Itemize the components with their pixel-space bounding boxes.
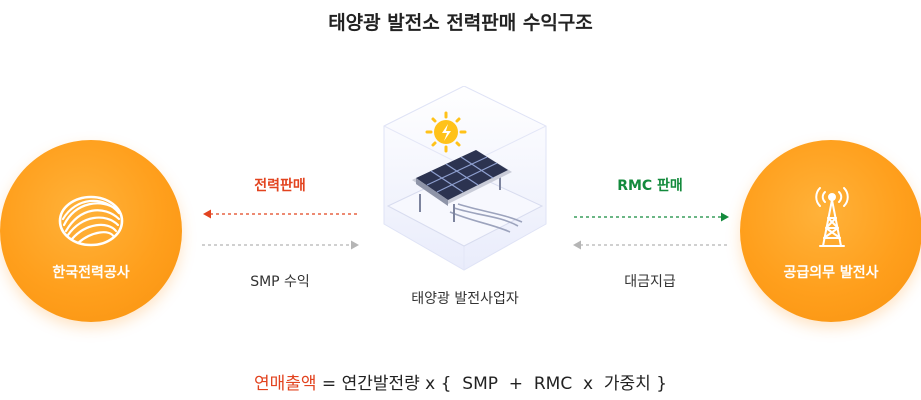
formula-rest: = 연간발전량 x { SMP + RMC x 가중치 } [316, 374, 668, 394]
solar-operator-label: 태양광 발전사업자 [411, 291, 519, 307]
kepco-label: 한국전력공사 [52, 265, 130, 281]
smp-revenue-arrow [202, 240, 359, 250]
payment-label: 대금지급 [624, 274, 676, 290]
supplier-label: 공급의무 발전사 [783, 265, 879, 281]
rmc-sale-arrow [574, 212, 729, 222]
solar-panel-icon [383, 86, 547, 271]
power-sale-arrow [203, 209, 360, 219]
diagram-title: 태양광 발전소 전력판매 수익구조 [328, 12, 593, 34]
transmission-tower-icon [815, 187, 849, 247]
formula-highlight: 연매출액 [253, 374, 317, 394]
kepco-node: 한국전력공사 [0, 140, 182, 322]
kepco-logo-icon [58, 195, 124, 247]
supplier-node: 공급의무 발전사 [740, 140, 921, 322]
smp-revenue-label: SMP 수익 [250, 274, 310, 290]
revenue-formula: 연매출액 = 연간발전량 x { SMP + RMC x 가중치 } [0, 369, 921, 394]
power-sale-label: 전력판매 [254, 178, 306, 194]
rmc-sale-label: RMC 판매 [617, 178, 683, 194]
payment-arrow [573, 240, 728, 250]
